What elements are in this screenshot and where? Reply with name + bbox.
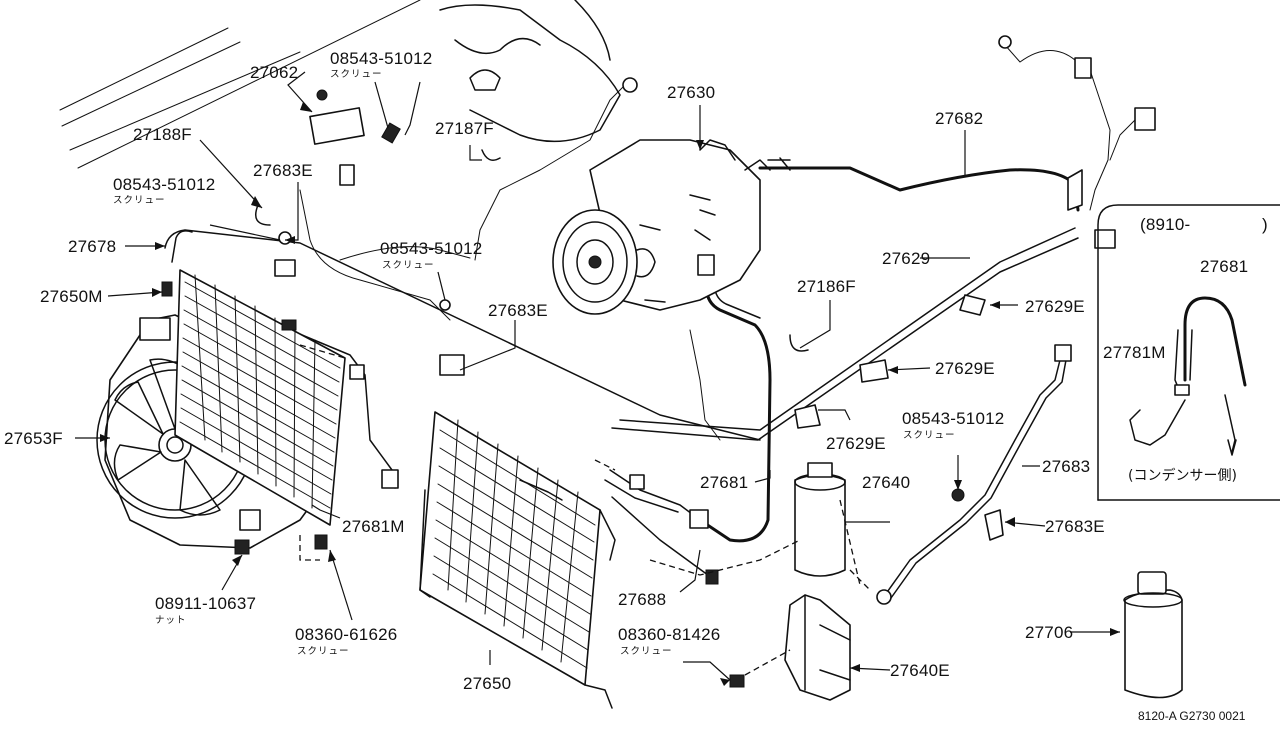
- receiver-drier: [794, 462, 846, 577]
- label-27683: 27683: [1042, 457, 1090, 476]
- condenser: [419, 411, 616, 709]
- inset-label-27681: 27681: [1200, 257, 1248, 276]
- label-27683E-top: 27683E: [253, 161, 313, 180]
- label-08360-61626: 08360-61626: [295, 625, 397, 644]
- label-08543-51012-right: 08543-51012: [902, 409, 1004, 428]
- drier-bracket: [784, 594, 851, 701]
- sublabel-screw-mid: スクリュー: [382, 260, 435, 271]
- sublabel-nut: ナット: [155, 615, 187, 626]
- label-08543-51012-mid: 08543-51012: [380, 239, 482, 258]
- label-27688: 27688: [618, 590, 666, 609]
- reference-code: 8120-A G2730 0021: [1138, 709, 1246, 723]
- label-27650M: 27650M: [40, 287, 103, 306]
- label-08543-51012-left: 08543-51012: [113, 175, 215, 194]
- sublabel-screw-08360-b: スクリュー: [620, 646, 673, 657]
- label-27629E-a: 27629E: [1025, 297, 1085, 316]
- inset-date-range: (8910-: [1140, 215, 1190, 234]
- label-27187F: 27187F: [435, 119, 494, 138]
- label-27629E-b: 27629E: [935, 359, 995, 378]
- sublabel-screw-08360-a: スクリュー: [297, 646, 350, 657]
- label-08911-10637: 08911-10637: [155, 594, 256, 613]
- oil-bottle: [1123, 571, 1183, 699]
- label-27683E-mid: 27683E: [488, 301, 548, 320]
- inset-note-condenser-side: (コンデンサー側): [1128, 467, 1237, 484]
- label-27683E-right: 27683E: [1045, 517, 1105, 536]
- arrowheads: [100, 102, 1120, 686]
- assembly-lines: [299, 344, 871, 676]
- body-outline: [59, 0, 621, 169]
- label-27678: 27678: [68, 237, 116, 256]
- compressor: [552, 139, 771, 315]
- label-08360-81426: 08360-81426: [618, 625, 720, 644]
- label-27706: 27706: [1025, 623, 1073, 642]
- label-27653F: 27653F: [4, 429, 63, 448]
- label-27682: 27682: [935, 109, 983, 128]
- leader-lines: [75, 71, 1120, 681]
- fittings: [161, 35, 1156, 688]
- label-27650: 27650: [463, 674, 511, 693]
- sublabel-screw-left: スクリュー: [113, 195, 166, 206]
- inset-label-27781M: 27781M: [1103, 343, 1166, 362]
- label-27640E: 27640E: [890, 661, 950, 680]
- labels: 27062 08543-51012 スクリュー 27188F 27187F 27…: [4, 49, 1268, 723]
- inset-box: [1097, 204, 1280, 501]
- sublabel-screw-right: スクリュー: [903, 430, 956, 441]
- sublabel-screw-top: スクリュー: [330, 69, 383, 80]
- label-27186F: 27186F: [797, 277, 856, 296]
- label-27681: 27681: [700, 473, 748, 492]
- label-27681M: 27681M: [342, 517, 405, 536]
- label-27062: 27062: [250, 63, 298, 82]
- inset-date-close: ): [1262, 215, 1268, 234]
- label-27629E-c: 27629E: [826, 434, 886, 453]
- label-27629: 27629: [882, 249, 930, 268]
- label-27640: 27640: [862, 473, 910, 492]
- label-27188F: 27188F: [133, 125, 192, 144]
- label-27630: 27630: [667, 83, 715, 102]
- label-08543-51012-top: 08543-51012: [330, 49, 432, 68]
